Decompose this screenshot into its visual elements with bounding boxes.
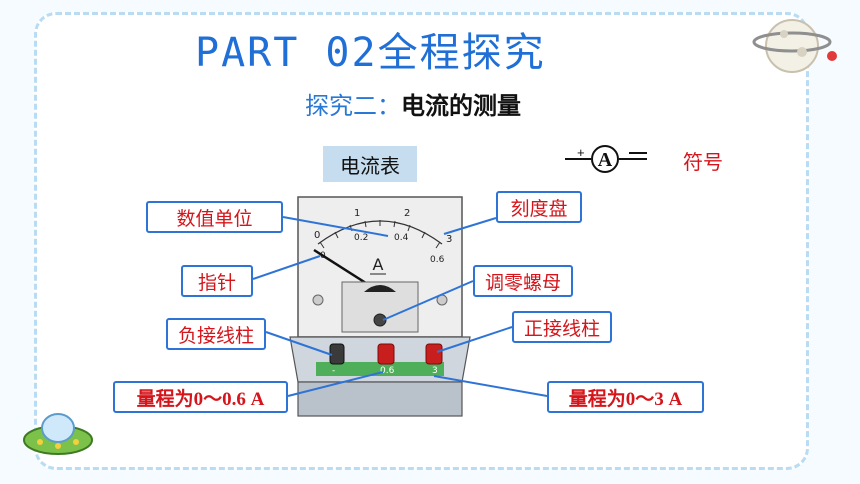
- meter-unit: A: [373, 255, 384, 274]
- label-positive-terminal: 正接线柱: [512, 311, 612, 343]
- planet-icon: [752, 19, 837, 73]
- label-zero-adjust: 调零螺母: [473, 265, 573, 297]
- scale-top-2: 2: [404, 208, 410, 219]
- scale-bottom-2: 0.4: [394, 233, 409, 243]
- ufo-icon: [23, 413, 93, 455]
- terminal-label-negative: -: [332, 366, 335, 376]
- terminal-label-0-6: 0.6: [380, 366, 395, 376]
- label-negative-terminal: 负接线柱: [166, 318, 266, 350]
- symbol-label: 符号: [683, 150, 723, 174]
- scale-bottom-1: 0.2: [354, 233, 368, 243]
- label-range-large: 量程为0～3 A: [547, 381, 704, 413]
- scale-top-3: 3: [446, 234, 452, 245]
- label-dial: 刻度盘: [496, 191, 582, 223]
- symbol-plus: +: [577, 145, 585, 160]
- label-scale-unit: 数值单位: [146, 201, 283, 233]
- page-title: PART 02全程探究: [195, 30, 546, 76]
- scale-top-1: 1: [354, 208, 360, 219]
- label-pointer: 指针: [181, 265, 253, 297]
- symbol-letter: A: [598, 149, 613, 171]
- page-subtitle: 探究二：电流的测量: [305, 86, 521, 121]
- ammeter-symbol-icon: + A: [565, 145, 647, 173]
- ammeter-illustration: 0 1 2 3 0 0.2 0.4 0.6 A - 0.6 3: [289, 196, 471, 417]
- scale-bottom-3: 0.6: [430, 255, 445, 265]
- terminal-label-3: 3: [432, 366, 438, 376]
- scale-top-0: 0: [314, 230, 320, 241]
- subtitle-prefix: 探究二：: [305, 92, 401, 120]
- label-range-small: 量程为0～0.6 A: [113, 381, 288, 413]
- section-tag: 电流表: [323, 146, 417, 182]
- subtitle-main: 电流的测量: [401, 92, 521, 120]
